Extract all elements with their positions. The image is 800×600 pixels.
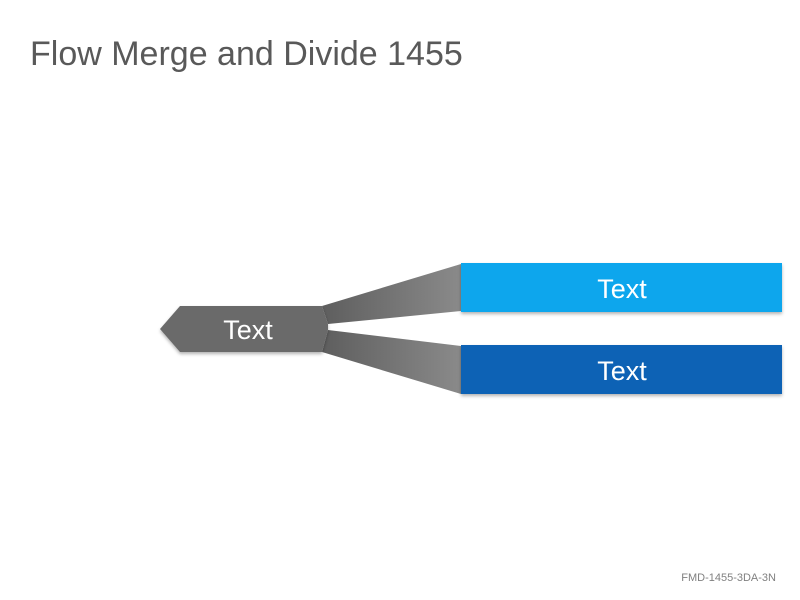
flow-arm-upper (322, 264, 461, 324)
source-arrow (160, 306, 328, 352)
source-label: Text (223, 315, 273, 345)
slide-title: Flow Merge and Divide 1455 (30, 35, 463, 73)
flow-arm-lower (322, 330, 461, 394)
output-label-2: Text (597, 356, 647, 386)
output-label-1: Text (597, 274, 647, 304)
footer-code: FMD-1455-3DA-3N (681, 572, 776, 584)
output-box-2 (461, 345, 782, 394)
output-box-1 (461, 263, 782, 312)
